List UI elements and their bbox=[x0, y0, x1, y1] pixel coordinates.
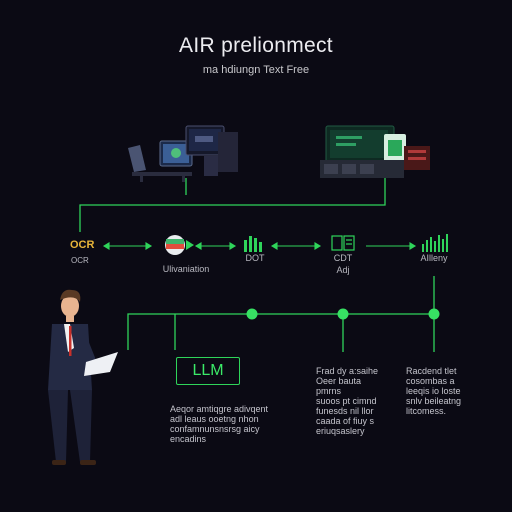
ocr-node-sublabel: OCR bbox=[71, 256, 89, 265]
workstation-illustration bbox=[128, 125, 238, 182]
businessman-illustration bbox=[48, 289, 118, 465]
ocr-node-label: OCR bbox=[70, 239, 95, 251]
junction-dot bbox=[246, 308, 258, 320]
junction-dot bbox=[337, 308, 349, 320]
bar-chart-icon bbox=[244, 236, 262, 252]
column-text-right: Racdend tlet cosombas a leeqis io loste … bbox=[406, 366, 462, 416]
document-node-label: CDT bbox=[333, 253, 353, 263]
llm-description: Aeqor amtiqgre adivqent adl leaus ooetng… bbox=[170, 404, 269, 444]
signal-node-label: AIlleny bbox=[420, 253, 448, 263]
node-row-arrows bbox=[102, 242, 417, 250]
chart-node-label: DOT bbox=[245, 253, 265, 263]
document-icon bbox=[331, 235, 355, 251]
page-subtitle: ma hdiungn Text Free bbox=[202, 64, 310, 76]
page-title: AIR prelionmect bbox=[179, 34, 333, 57]
document-node-sublabel: Adj bbox=[336, 265, 350, 275]
top-connector bbox=[79, 178, 386, 232]
server-illustration bbox=[320, 125, 430, 178]
flag-node-label: Ulivaniation bbox=[162, 264, 210, 274]
column-text-middle: Frad dy a:saihe Oeer bauta pmrns suoos p… bbox=[316, 366, 379, 436]
bottom-bus bbox=[127, 276, 435, 352]
signal-bars-icon bbox=[422, 234, 448, 252]
junction-dot bbox=[428, 308, 440, 320]
llm-box: LLM bbox=[176, 357, 240, 385]
flag-circle-icon bbox=[165, 235, 194, 255]
